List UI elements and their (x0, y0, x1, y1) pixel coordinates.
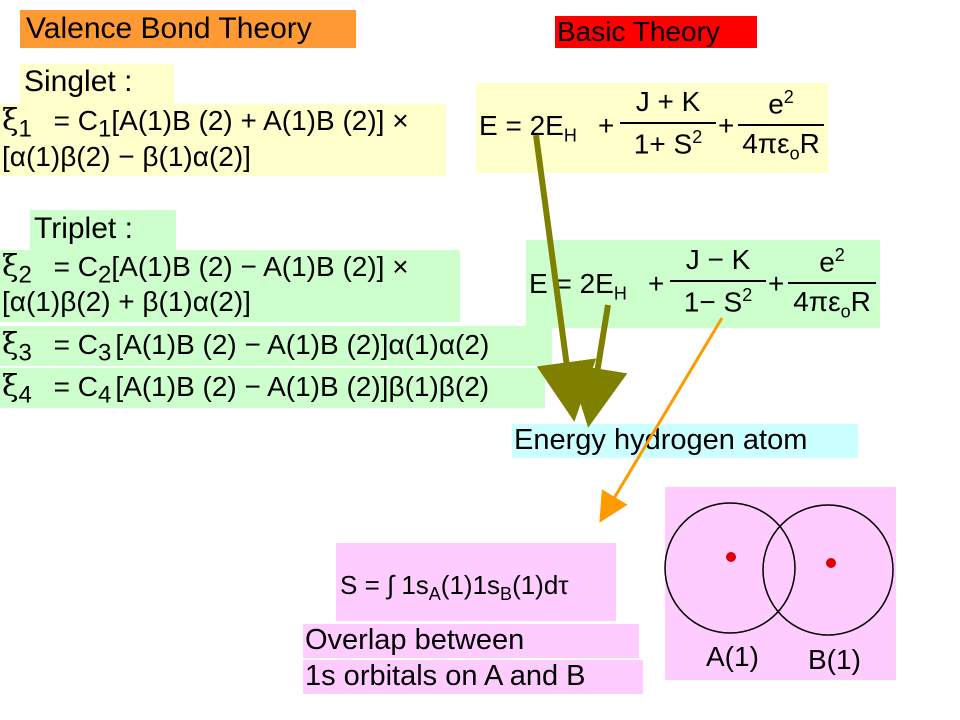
triplet-xi4-box (0, 368, 545, 408)
singlet-energy-fraction-2: e2 4πεoR (738, 88, 824, 163)
singlet-coefficient: = C (53, 105, 99, 136)
singlet-energy-plus-2: + (718, 110, 735, 141)
fraction-bar (620, 122, 716, 124)
valence-bond-title: Valence Bond Theory (26, 12, 312, 45)
xi-subscript: 3 (18, 339, 32, 367)
arrow-overlap-to-integral (599, 317, 724, 523)
fraction-bar (738, 124, 824, 127)
energy-lhs: E = 2E (529, 268, 614, 299)
singlet-label: Singlet : (24, 65, 133, 98)
triplet-xi2-line1: ξ2 = C2[A(1)B (2) − A(1)B (2)] × (2, 252, 409, 288)
nucleus-a (726, 552, 736, 562)
fraction-denominator: 4πεoR (742, 128, 820, 164)
fraction-bar (670, 280, 766, 282)
xi-symbol: ξ (2, 327, 19, 362)
singlet-energy-lhs: E = 2EH (479, 112, 577, 145)
xi-symbol: ξ (2, 103, 19, 138)
triplet-energy-fraction-2: e2 4πεoR (788, 246, 876, 321)
fraction-numerator: e2 (768, 87, 794, 120)
overlap-caption-line2: 1s orbitals on A and B (305, 660, 586, 692)
arrow-triplet-to-hydrogen (568, 304, 628, 428)
singlet-energy-plus-1: + (598, 110, 615, 141)
triplet-energy-lhs: E = 2EH (529, 270, 627, 303)
triplet-xi2-coefficient: = C (53, 251, 99, 282)
fraction-bar (788, 282, 876, 285)
overlap-caption-box-1 (303, 624, 639, 658)
singlet-coefficient-subscript: 1 (98, 115, 112, 143)
triplet-xi3-box (0, 326, 552, 366)
orbital-label-b: B(1) (808, 644, 861, 675)
overlap-caption-box-2 (303, 660, 643, 694)
singlet-energy-box (476, 83, 828, 173)
triplet-label: Triplet : (34, 212, 133, 245)
nucleus-b (826, 558, 836, 568)
xi-symbol: ξ (2, 369, 19, 404)
orbital-label-a: A(1) (706, 641, 759, 672)
singlet-equation-line1: ξ1 = C1[A(1)B (2) + A(1)B (2)] × (2, 106, 409, 142)
fraction-numerator: J + K (635, 86, 701, 117)
orbital-b-circle (762, 504, 894, 636)
energy-lhs: E = 2E (479, 110, 564, 141)
energy-hydrogen-box (512, 424, 858, 458)
orbital-diagram-panel (665, 487, 896, 680)
triplet-xi3-coefficient: = C (53, 329, 99, 360)
fraction-denominator: 4πεoR (793, 286, 871, 322)
fraction-denominator: 1+ S2 (633, 127, 703, 160)
overlap-integral: S = ∫ 1sA(1)1sB(1)dτ (340, 570, 569, 605)
triplet-xi3-function: [A(1)B (2) − A(1)B (2)]α(1)α(2) (115, 329, 490, 360)
overlap-caption-line1: Overlap between (305, 624, 525, 656)
singlet-spatial: [A(1)B (2) + A(1)B (2)] × (111, 105, 409, 136)
triplet-xi3-coefficient-subscript: 3 (98, 339, 112, 367)
triplet-label-box (30, 210, 176, 250)
xi-subscript: 2 (18, 261, 32, 289)
singlet-equation-box (0, 104, 446, 176)
energy-hydrogen-label: Energy hydrogen atom (514, 424, 808, 456)
triplet-energy-fraction-1: J − K 1− S2 (670, 246, 766, 316)
xi-symbol: ξ (2, 249, 19, 284)
triplet-xi4-coefficient: = C (53, 371, 99, 402)
triplet-xi2-spatial: [A(1)B (2) − A(1)B (2)] × (111, 251, 409, 282)
triplet-xi4-line: ξ4 = C4[A(1)B (2) − A(1)B (2)]β(1)β(2) (2, 372, 489, 408)
energy-lhs-subscript: H (613, 283, 627, 304)
fraction-denominator: 1− S2 (683, 285, 753, 318)
fraction-numerator: J − K (685, 244, 751, 275)
triplet-xi4-function: [A(1)B (2) − A(1)B (2)]β(1)β(2) (115, 371, 490, 402)
basic-theory-title-box (555, 16, 757, 48)
valence-bond-title-box (20, 10, 356, 48)
triplet-xi2-coefficient-subscript: 2 (98, 261, 112, 289)
singlet-label-box (20, 64, 174, 104)
triplet-xi2-spin-function: [α(1)β(2) + β(1)α(2)] (2, 286, 251, 317)
singlet-energy-fraction-1: J + K 1+ S2 (620, 88, 716, 158)
triplet-xi4-coefficient-subscript: 4 (98, 381, 112, 409)
triplet-xi3-line: ξ3 = C3[A(1)B (2) − A(1)B (2)]α(1)α(2) (2, 330, 489, 366)
singlet-spin-function: [α(1)β(2) − β(1)α(2)] (2, 141, 251, 172)
xi-subscript: 1 (18, 115, 32, 143)
basic-theory-title: Basic Theory (557, 16, 720, 47)
energy-lhs-subscript: H (563, 125, 577, 146)
arrow-singlet-to-hydrogen (533, 134, 597, 422)
triplet-xi2-box (0, 250, 460, 322)
triplet-energy-plus-1: + (648, 268, 665, 299)
orbital-a-circle (664, 502, 796, 634)
triplet-energy-plus-2: + (768, 268, 785, 299)
overlap-integral-box (336, 543, 616, 621)
fraction-numerator: e2 (819, 245, 845, 278)
xi-subscript: 4 (18, 381, 32, 409)
